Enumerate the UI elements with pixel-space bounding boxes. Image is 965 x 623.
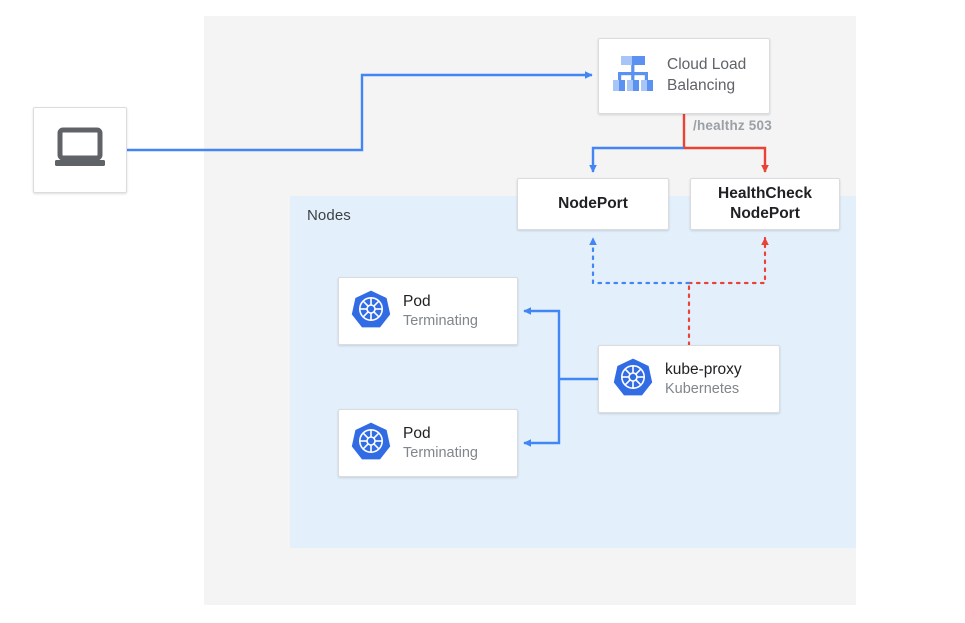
healthcheck-nodeport-label-line2: NodePort bbox=[730, 205, 800, 222]
laptop-icon bbox=[54, 127, 106, 174]
kubernetes-icon bbox=[351, 289, 391, 334]
pod-text: Pod Terminating bbox=[403, 292, 478, 330]
nodeport-label: NodePort bbox=[558, 195, 628, 213]
kubernetes-icon bbox=[351, 421, 391, 466]
pod-card[interactable]: Pod Terminating bbox=[338, 277, 518, 345]
kubernetes-icon bbox=[613, 357, 653, 402]
cloud-load-balancing-icon bbox=[609, 51, 659, 102]
cloud-load-balancing-label-line2: Balancing bbox=[667, 77, 736, 94]
kube-proxy-card[interactable]: kube-proxy Kubernetes bbox=[598, 345, 780, 413]
kube-proxy-subtitle: Kubernetes bbox=[665, 380, 740, 397]
pod-title: Pod bbox=[403, 425, 431, 443]
pod-status: Terminating bbox=[403, 444, 478, 461]
healthz-status-label: /healthz 503 bbox=[693, 118, 772, 133]
nodeport-card[interactable]: NodePort bbox=[517, 178, 669, 230]
cloud-load-balancing-label: Cloud Load Balancing bbox=[667, 55, 746, 97]
cloud-load-balancing-card[interactable]: Cloud Load Balancing bbox=[598, 38, 770, 114]
kube-proxy-text: kube-proxy Kubernetes bbox=[665, 360, 742, 398]
pod-status: Terminating bbox=[403, 312, 478, 329]
kube-proxy-title: kube-proxy bbox=[665, 361, 742, 379]
healthcheck-nodeport-card[interactable]: HealthCheck NodePort bbox=[690, 178, 840, 230]
nodes-panel-label: Nodes bbox=[307, 207, 351, 224]
client-card[interactable] bbox=[33, 107, 127, 193]
pod-title: Pod bbox=[403, 293, 431, 311]
pod-text: Pod Terminating bbox=[403, 424, 478, 462]
healthcheck-nodeport-label-line1: HealthCheck bbox=[718, 185, 812, 203]
pod-card[interactable]: Pod Terminating bbox=[338, 409, 518, 477]
cloud-load-balancing-label-line1: Cloud Load bbox=[667, 56, 747, 74]
